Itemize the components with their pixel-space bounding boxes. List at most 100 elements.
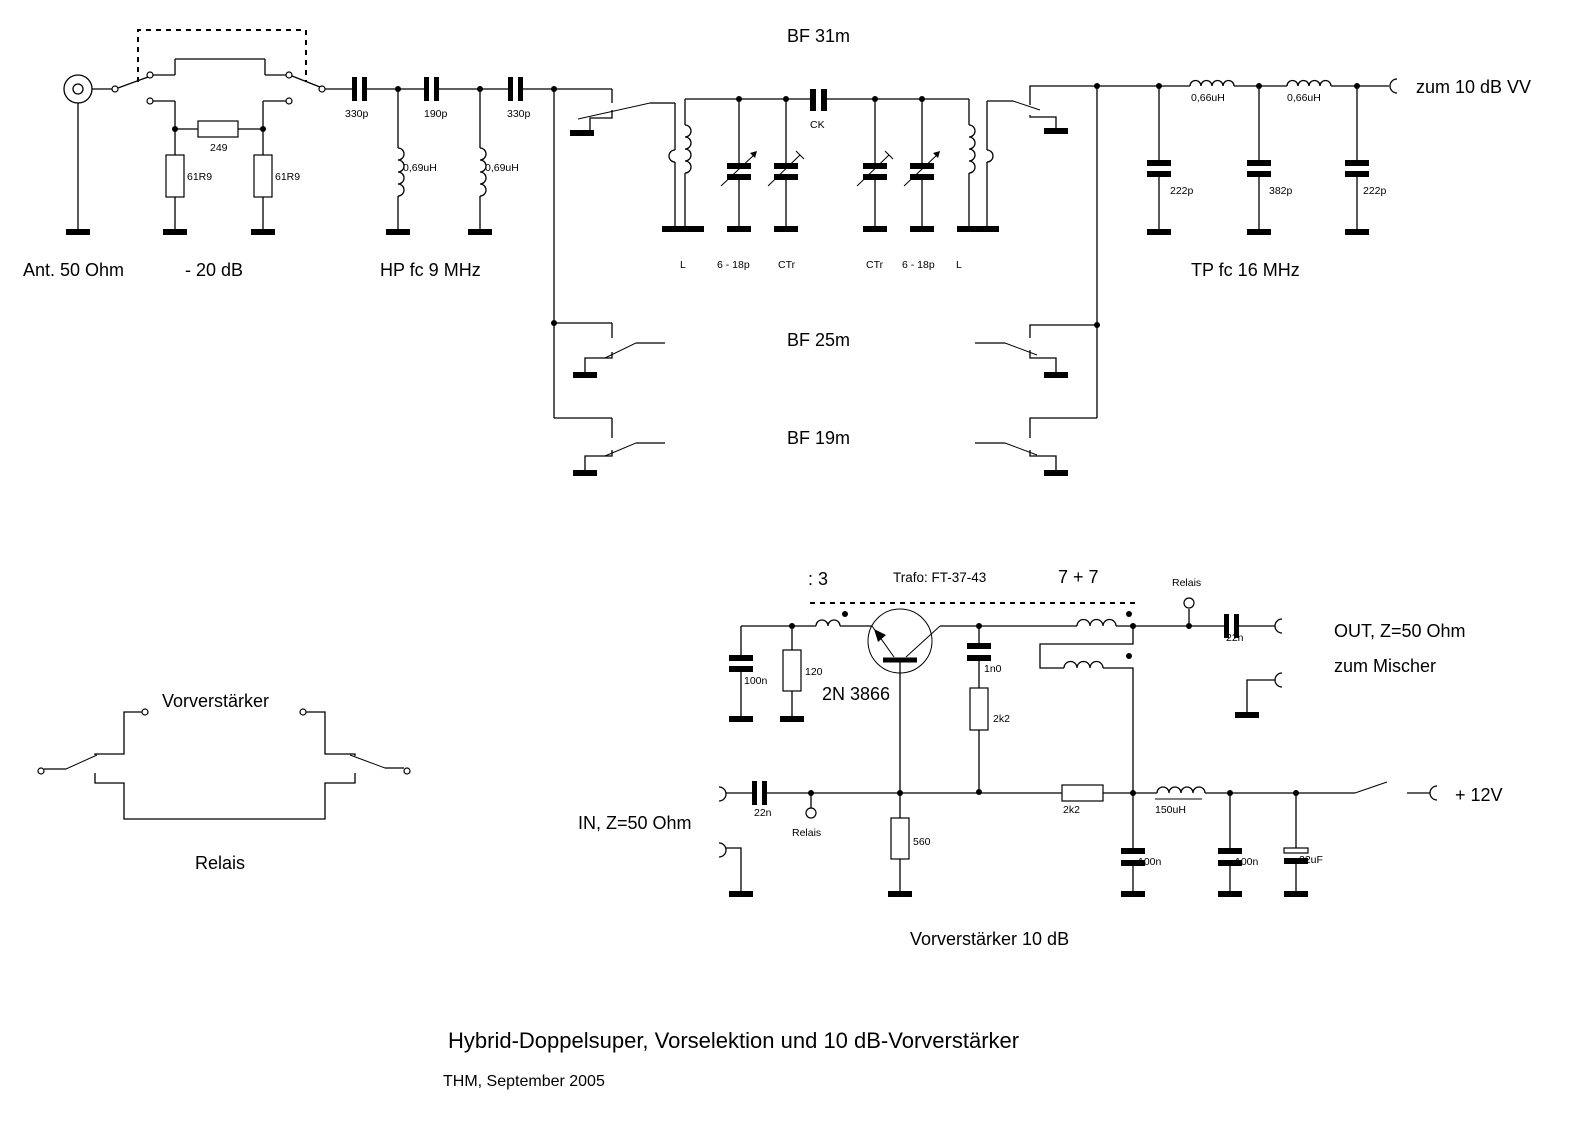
- label-l2-hp: 0,69uH: [485, 162, 519, 174]
- resistor-2k2-feedback: [969, 687, 989, 731]
- trafo-primary-winding: [815, 619, 841, 627]
- resistor-120: [782, 649, 802, 692]
- relay-contact-19m-out[interactable]: [1004, 442, 1038, 456]
- relay-diagram: Vorverstärker Relais: [37, 691, 411, 873]
- relay-diagram-top-label: Vorverstärker: [162, 691, 269, 711]
- trimmer-ctr-left: [774, 163, 798, 169]
- label-bias-resistor: 120: [805, 666, 823, 678]
- label-c1-hp: 330p: [345, 108, 369, 120]
- label-bias-cap: 100n: [744, 675, 768, 687]
- label-fb-cap: 1n0: [984, 663, 1002, 675]
- inductor-066uh-2: [1286, 79, 1332, 87]
- capacitor-222p-2: [1345, 160, 1369, 166]
- trafo-label: Trafo: FT-37-43: [893, 570, 986, 585]
- label-ctr-left: CTr: [778, 259, 796, 271]
- bypass-switch-left[interactable]: [117, 76, 149, 89]
- amplifier-section: : 3 Trafo: FT-37-43 7 + 7 100n 120 2N 38…: [578, 567, 1503, 949]
- capacitor-100n-bias: [729, 655, 753, 661]
- label-decoupling-cap1: 100n: [1138, 856, 1162, 868]
- label-emitter-resistor: 560: [913, 836, 931, 848]
- resistor-249: [197, 120, 239, 138]
- label-electrolytic: 22uF: [1299, 854, 1323, 866]
- inductor-066uh-1: [1189, 79, 1235, 87]
- mechanical-link: [137, 29, 307, 82]
- label-var-right: 6 - 18p: [902, 259, 935, 271]
- page-title: Hybrid-Doppelsuper, Vorselektion und 10 …: [448, 1028, 1019, 1053]
- variable-capacitor-6-18p-left: [727, 163, 751, 169]
- relay-switch-left[interactable]: [65, 754, 98, 770]
- relay-diagram-bottom-label: Relais: [195, 853, 245, 873]
- transistor-label: 2N 3866: [822, 684, 890, 704]
- bandfilter-31m: BF 31m CK: [662, 26, 1013, 271]
- label-choke: 150uH: [1155, 804, 1186, 816]
- label-c1-tp: 222p: [1170, 185, 1194, 197]
- highpass-section: 330p 190p 330p 0,69uH 0,69uH HP fc 9 MHz: [325, 77, 612, 280]
- output-sublabel: zum Mischer: [1334, 656, 1436, 676]
- relay-contact-19m-in[interactable]: [604, 442, 637, 457]
- label-l-right: L: [956, 259, 962, 271]
- resistor-2k2-supply: [1061, 784, 1104, 802]
- capacitor-222p-1: [1147, 160, 1171, 166]
- output-relay-label: Relais: [1172, 577, 1201, 589]
- lowpass-label: TP fc 16 MHz: [1191, 260, 1300, 280]
- supply-switch[interactable]: [1354, 781, 1388, 794]
- antenna-label: Ant. 50 Ohm: [23, 260, 124, 280]
- capacitor-1n0: [967, 643, 991, 649]
- inductor-069uh-2: [479, 147, 487, 197]
- label-supply-resistor: 2k2: [1063, 804, 1080, 816]
- variable-capacitor-6-18p-right: [910, 163, 934, 169]
- trimmer-ctr-right: [863, 163, 887, 169]
- attenuator-label: - 20 dB: [185, 260, 243, 280]
- label-input-cap: 22n: [754, 807, 772, 819]
- output-label: OUT, Z=50 Ohm: [1334, 621, 1466, 641]
- out-ground-connector-icon: [1274, 672, 1283, 688]
- label-l-left: L: [680, 259, 686, 271]
- label-fb-resistor: 2k2: [993, 713, 1010, 725]
- ratio-left-label: : 3: [808, 569, 828, 589]
- relay-contact-25m-out[interactable]: [1004, 342, 1038, 356]
- coupling-capacitor-ck: [810, 89, 816, 111]
- label-var-left: 6 - 18p: [717, 259, 750, 271]
- label-c2-hp: 190p: [424, 108, 448, 120]
- label-output-cap: 22n: [1226, 632, 1244, 644]
- input-relay-label: Relais: [792, 827, 821, 839]
- bf25-label: BF 25m: [787, 330, 850, 350]
- preselector-output-label: zum 10 dB VV: [1416, 77, 1531, 97]
- in-connector-icon: [718, 786, 727, 802]
- highpass-label: HP fc 9 MHz: [380, 260, 481, 280]
- bf31-label: BF 31m: [787, 26, 850, 46]
- capacitor-100n-decoupling-1: [1121, 848, 1145, 854]
- label-decoupling-cap2: 100n: [1235, 856, 1259, 868]
- relay-switch-right[interactable]: [349, 754, 386, 769]
- relay-contact-31m-out[interactable]: [1012, 100, 1041, 111]
- resistor-61r9-right: [253, 154, 273, 198]
- inductor-l-right: [968, 124, 976, 174]
- capacitor-330p-1: [352, 77, 357, 101]
- capacitor-100n-decoupling-2: [1218, 848, 1242, 854]
- input-relay-contact-icon: [805, 807, 817, 819]
- output-connector-icon: [1389, 78, 1398, 94]
- label-c3-tp: 222p: [1363, 185, 1387, 197]
- label-l1-tp: 0,66uH: [1191, 92, 1225, 104]
- author-date: THM, September 2005: [443, 1073, 605, 1090]
- label-c2-tp: 382p: [1269, 185, 1293, 197]
- supply-label: + 12V: [1455, 785, 1503, 805]
- ground-icon: [66, 229, 90, 235]
- resistor-61r9-left: [165, 154, 185, 198]
- label-l1-hp: 0,69uH: [403, 162, 437, 174]
- bandfilter-output-relays: [975, 83, 1157, 476]
- antenna-section: 249 61R9 61R9 Ant. 50 Ohm - 20 dB: [23, 29, 326, 280]
- label-ck: CK: [810, 119, 825, 131]
- lowpass-section: 0,66uH 0,66uH 222p 382p 222p TP fc 16 MH…: [1147, 77, 1531, 280]
- in-ground-connector-icon: [718, 842, 727, 858]
- label-r61r9-right: 61R9: [275, 171, 300, 183]
- label-c3-hp: 330p: [507, 108, 531, 120]
- choke-150uh: [1156, 786, 1206, 794]
- relay-contact-31m-in[interactable]: [577, 102, 651, 120]
- capacitor-330p-2: [508, 77, 513, 101]
- out-connector-icon: [1274, 618, 1283, 634]
- inductor-l-left: [684, 124, 692, 174]
- relay-contact-25m-in[interactable]: [604, 342, 637, 359]
- label-r61r9-left: 61R9: [187, 171, 212, 183]
- label-ctr-right: CTr: [866, 259, 884, 271]
